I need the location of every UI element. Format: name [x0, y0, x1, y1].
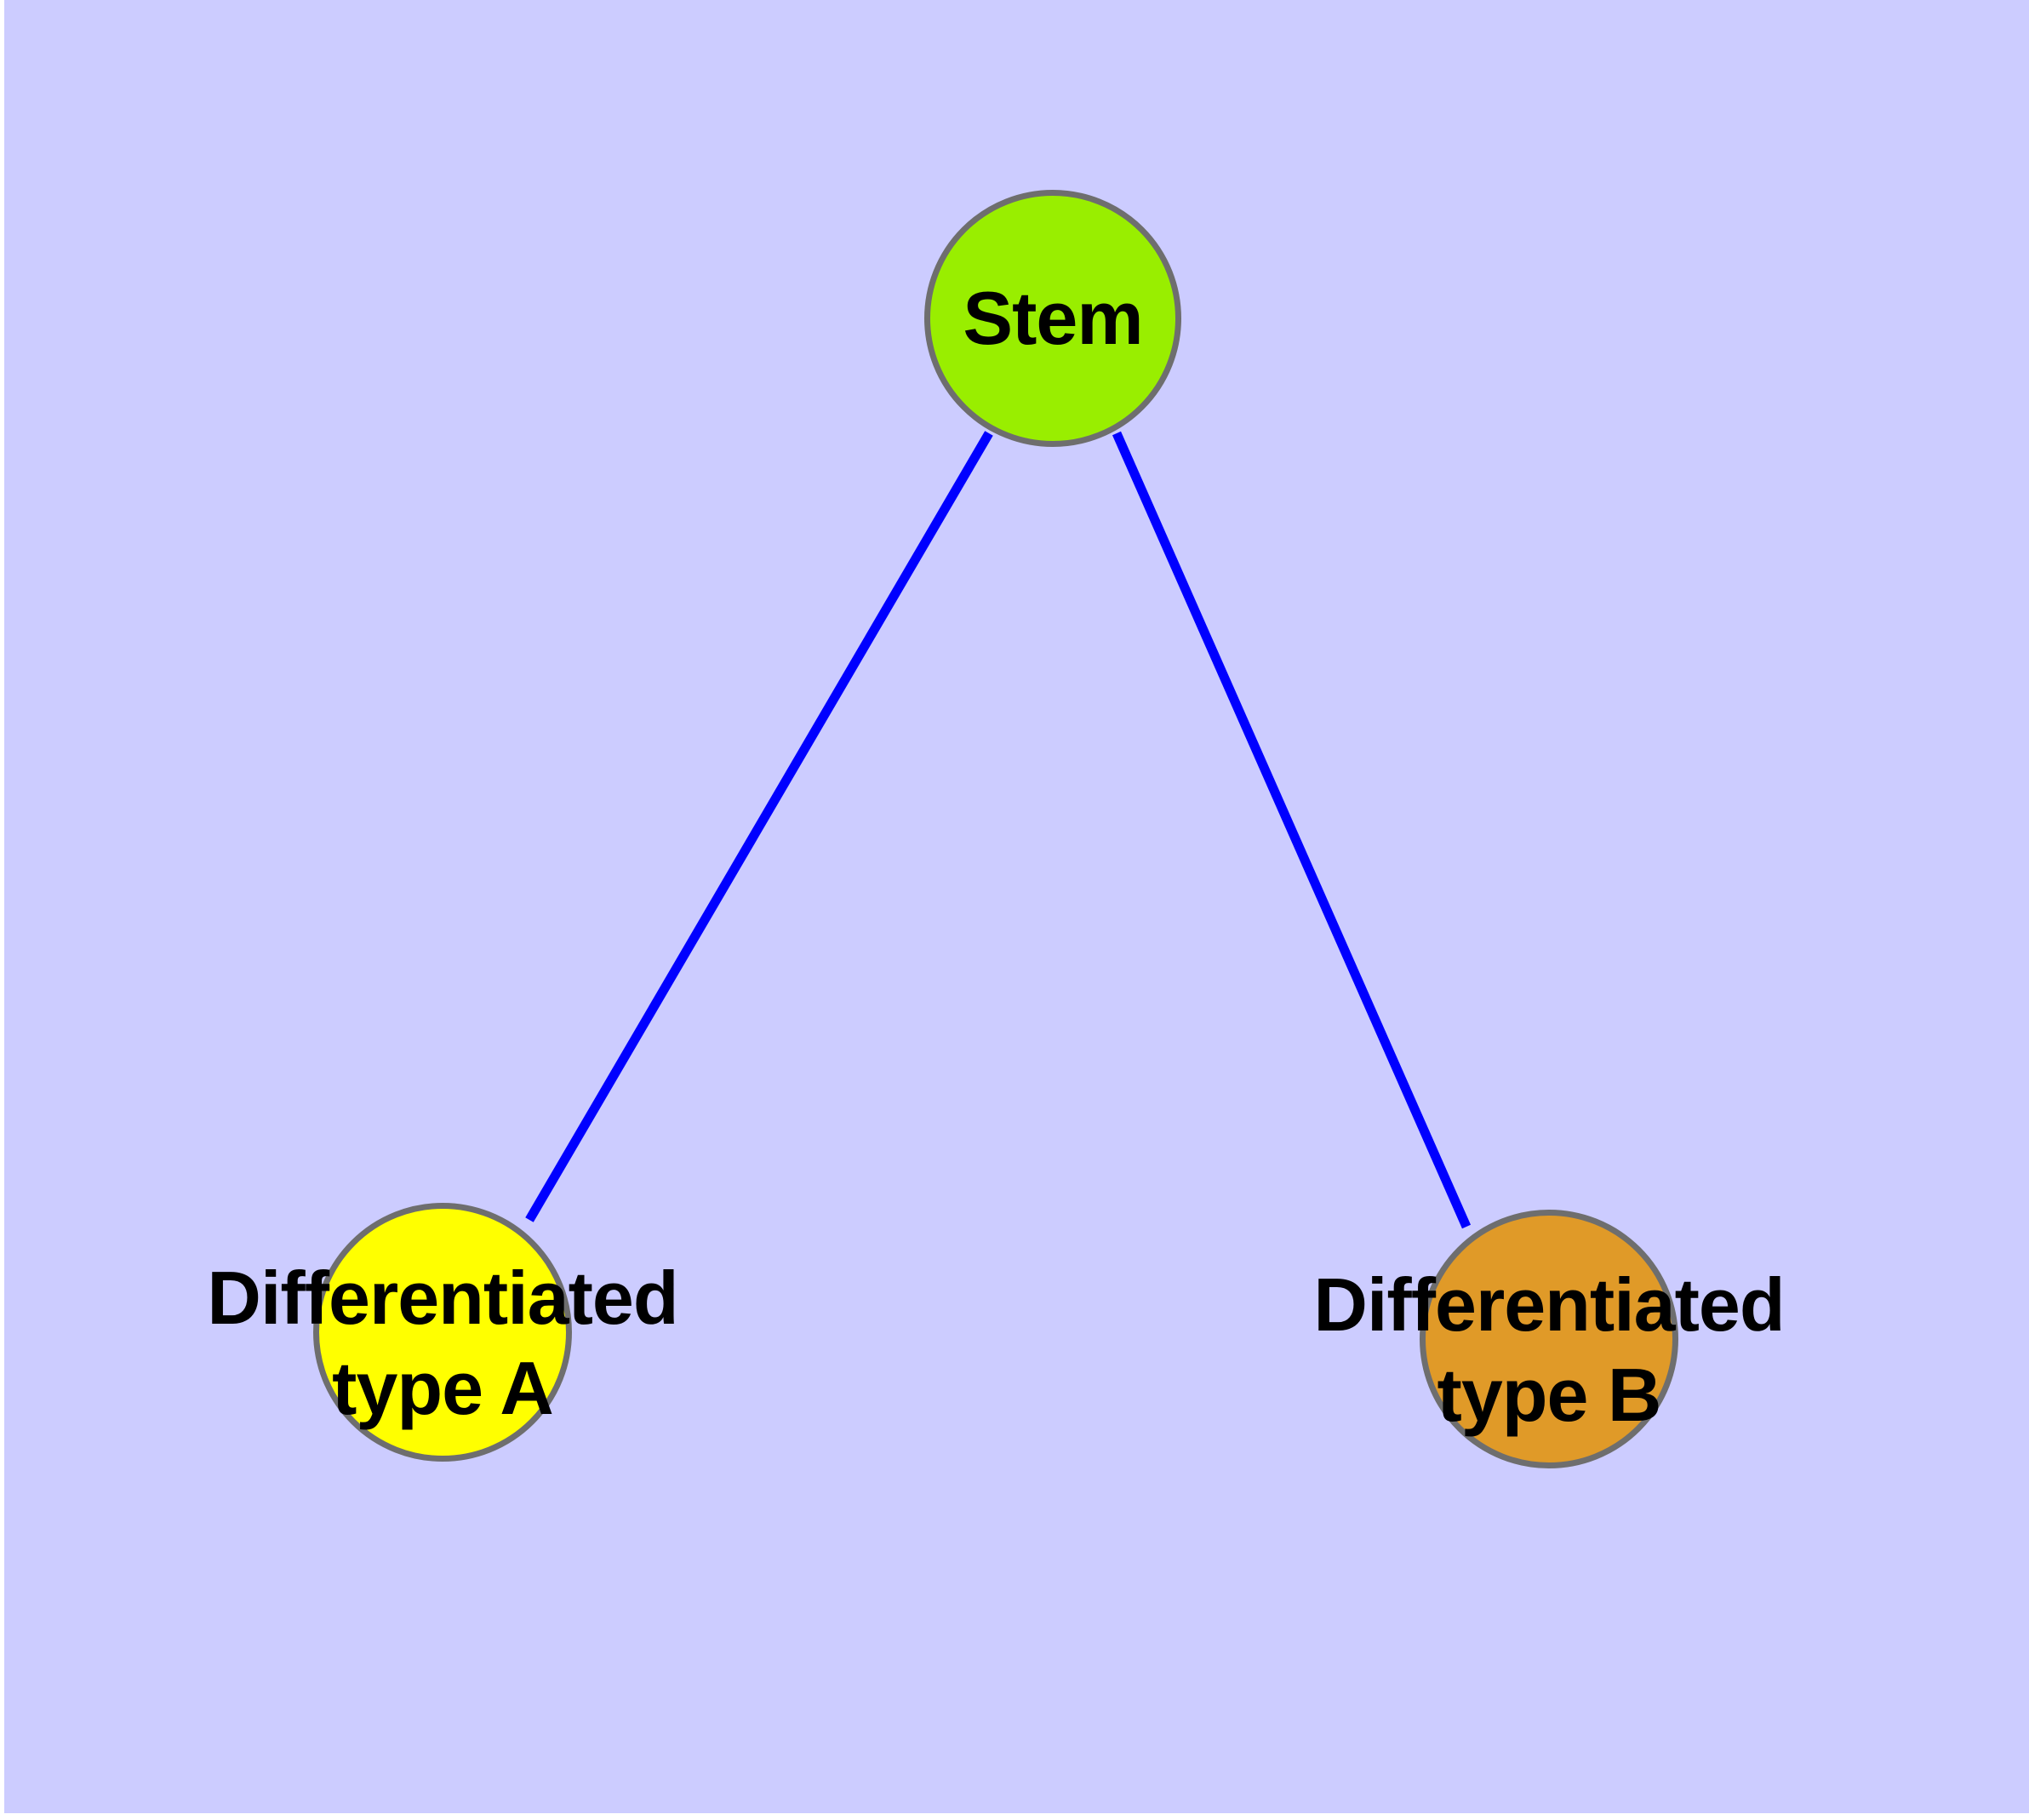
diagram-canvas: Stem Differentiated type A Differentiate… [4, 0, 2029, 1813]
node-differentiated-type-b[interactable] [1420, 1210, 1678, 1468]
node-stem[interactable]: Stem [924, 190, 1181, 447]
edge-stem-to-differentiated-a [525, 431, 993, 1222]
edge-stem-to-differentiated-b [1112, 431, 1472, 1229]
edge-layer [525, 431, 1472, 1229]
node-stem-label: Stem [963, 276, 1143, 360]
node-differentiated-type-a[interactable] [313, 1203, 572, 1462]
